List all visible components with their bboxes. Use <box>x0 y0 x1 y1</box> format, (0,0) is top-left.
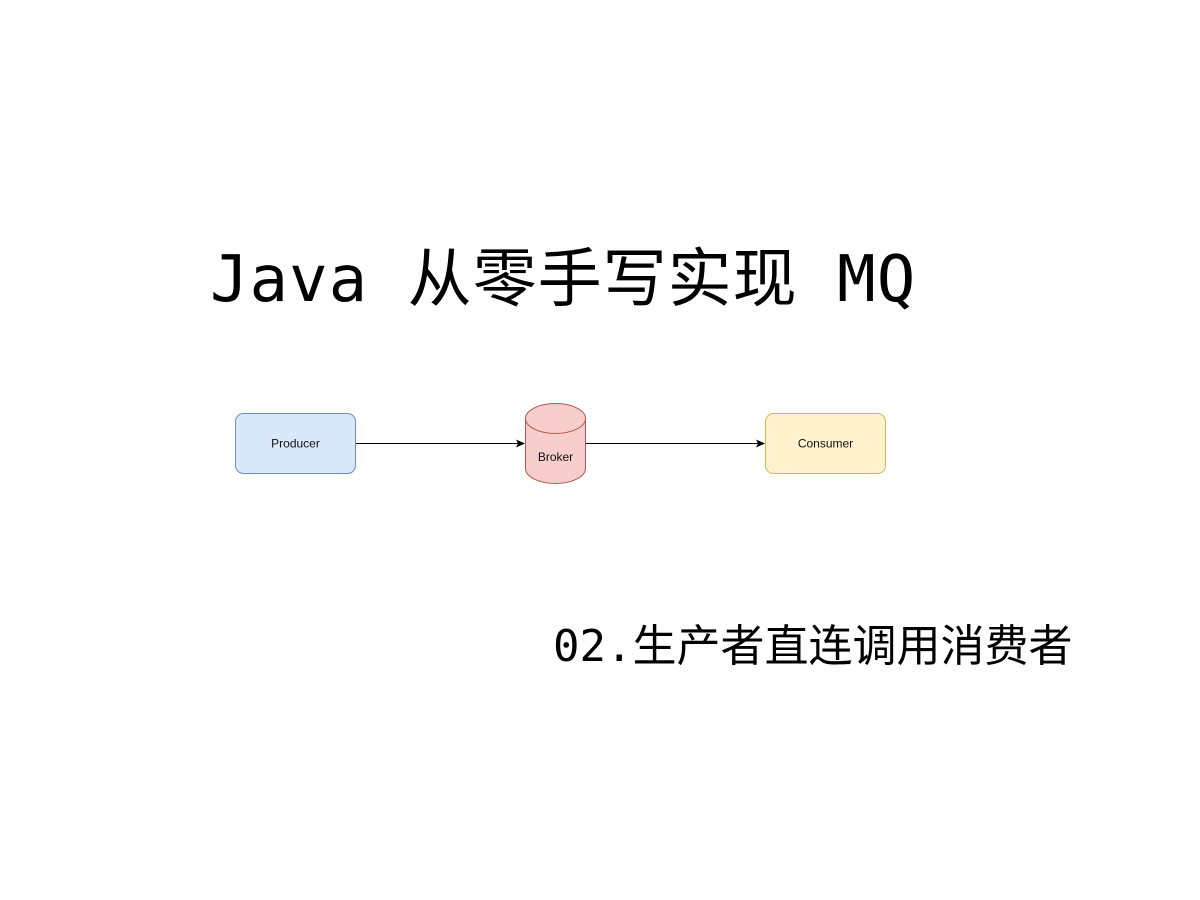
broker-node: Broker <box>525 403 586 484</box>
consumer-label: Consumer <box>798 437 853 451</box>
broker-label: Broker <box>538 450 573 464</box>
consumer-node: Consumer <box>765 413 886 474</box>
page-title: Java 从零手写实现 MQ <box>210 243 917 317</box>
subtitle: 02.生产者直连调用消费者 <box>553 621 1073 672</box>
producer-node: Producer <box>235 413 356 474</box>
producer-label: Producer <box>271 437 320 451</box>
